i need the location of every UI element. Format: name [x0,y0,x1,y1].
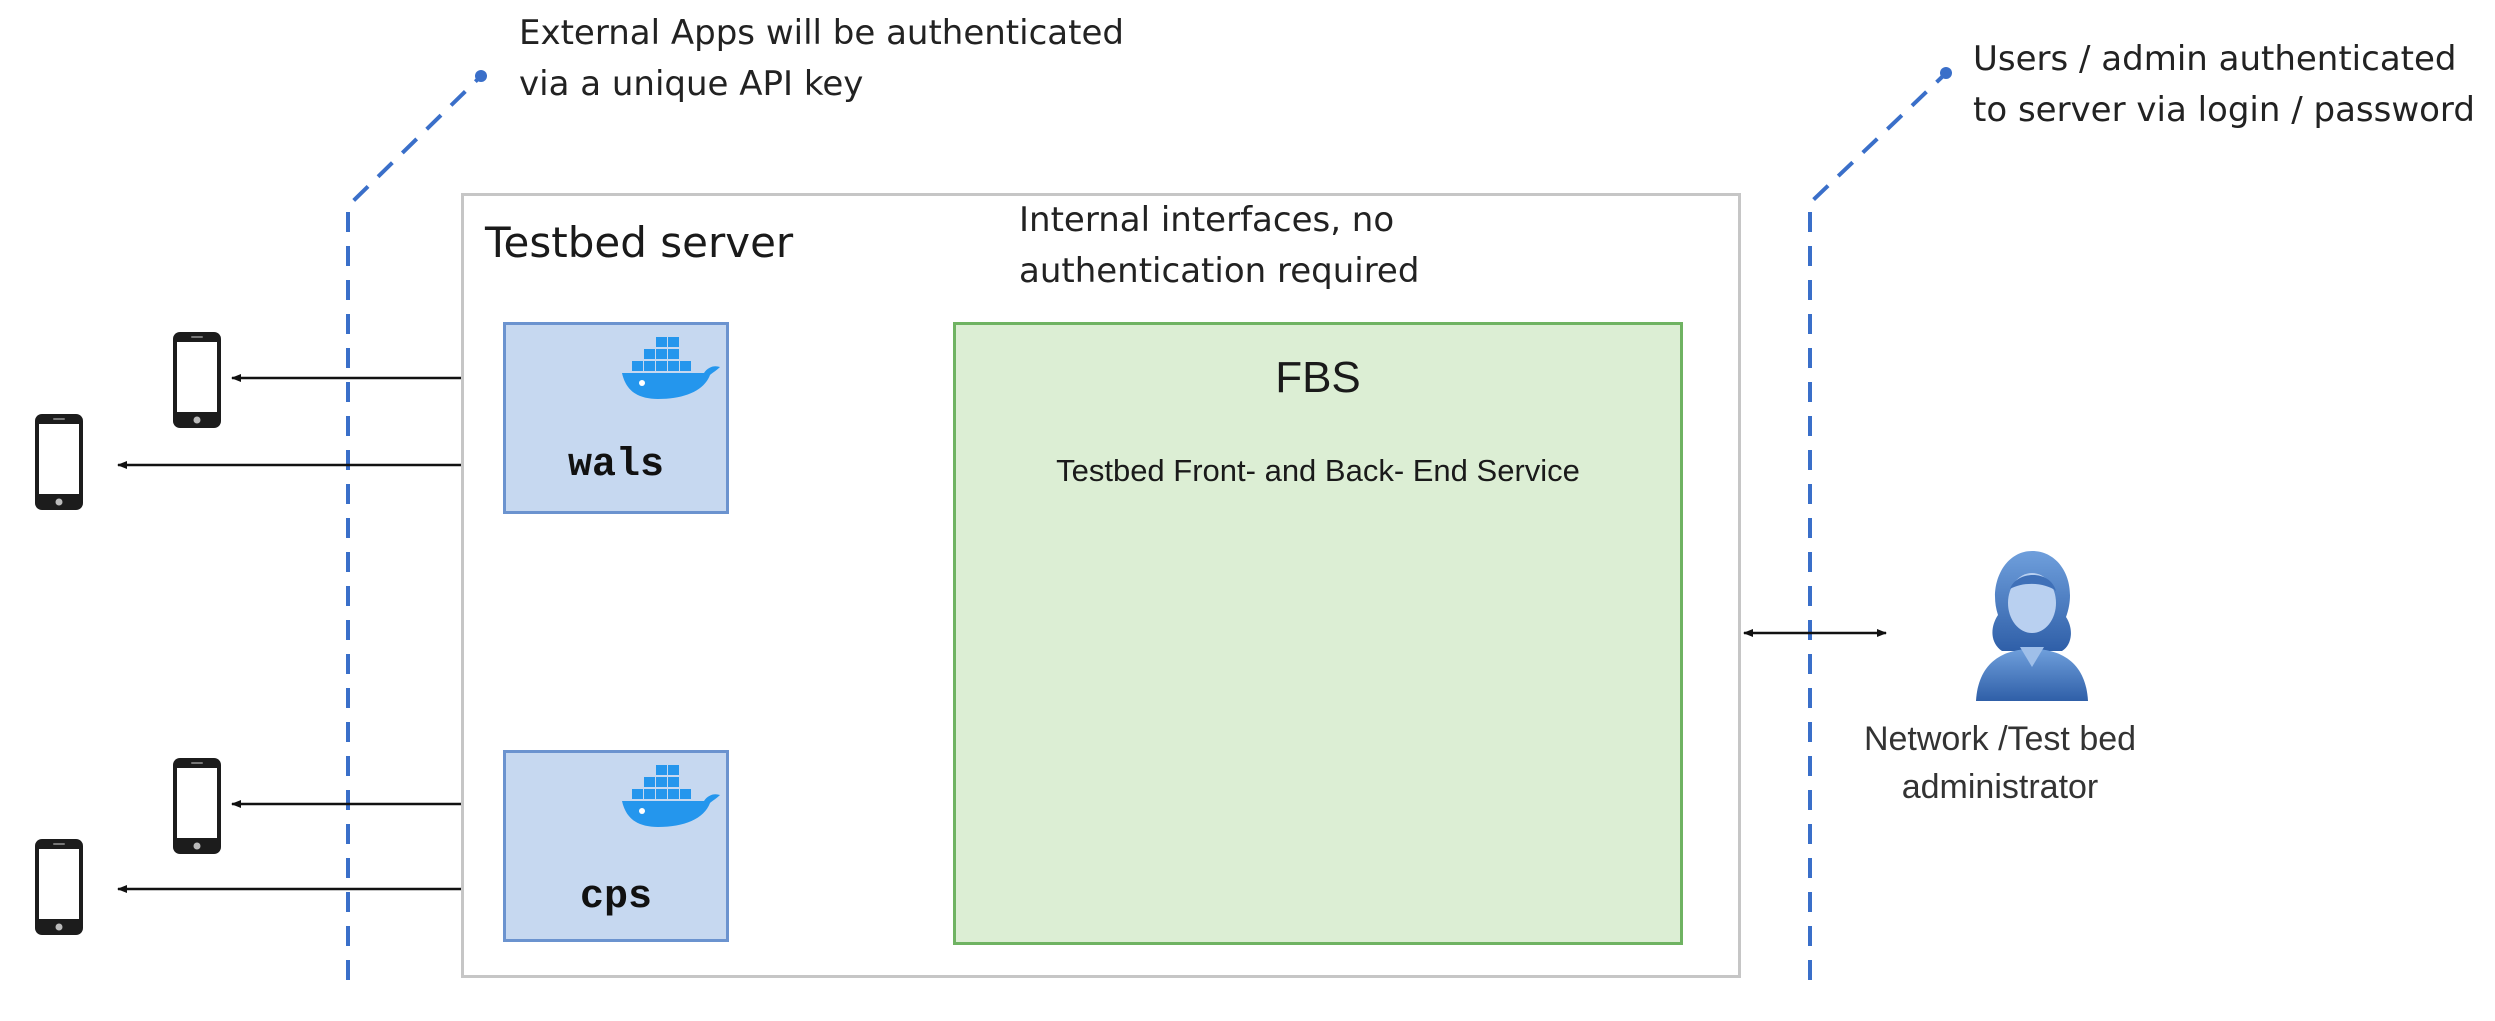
testbed-server-title: Testbed server [485,218,794,267]
cps-service-label: cps [579,875,652,920]
smartphone-icon [35,414,83,510]
admin-boundary-dashed-line [1808,75,1944,980]
docker-whale-icon [622,765,720,827]
fbs-title: FBS [1275,353,1361,402]
external-apps-annotation-line2: via a unique API key [519,64,864,104]
administrator-label-line1: Network /Test bed [1863,720,2137,758]
smartphone-icon [173,332,221,428]
internal-interfaces-annotation: Internal interfaces, no authentication r… [1019,195,1419,297]
users-admin-annotation-line1: Users / admin authenticated [1973,39,2457,79]
internal-annotation-line1: Internal interfaces, no [1019,200,1395,240]
fbs-subtitle: Testbed Front- and Back- End Service [1056,453,1580,488]
wals-service-box[interactable]: wals [503,322,729,514]
administrator-label: Network /Test bed administrator [1860,715,2140,811]
internal-annotation-line2: authentication required [1019,251,1420,291]
administrator-person-icon [1976,551,2088,701]
users-admin-annotation-line2: to server via login / password [1973,90,2475,130]
admin-boundary-endpoint [1940,67,1952,79]
external-apps-annotation: External Apps will be authenticated via … [519,8,1124,110]
smartphone-icon [173,758,221,854]
users-admin-annotation: Users / admin authenticated to server vi… [1973,34,2475,136]
administrator-label-line2: administrator [1901,768,2099,806]
smartphone-icon [35,839,83,935]
fbs-service-box[interactable]: FBS Testbed Front- and Back- End Service [953,322,1683,945]
external-boundary-dashed-line [346,78,479,980]
wals-service-label: wals [567,443,664,488]
cps-service-box[interactable]: cps [503,750,729,942]
docker-whale-icon [622,337,720,399]
external-boundary-endpoint [475,70,487,82]
external-apps-annotation-line1: External Apps will be authenticated [519,13,1124,53]
